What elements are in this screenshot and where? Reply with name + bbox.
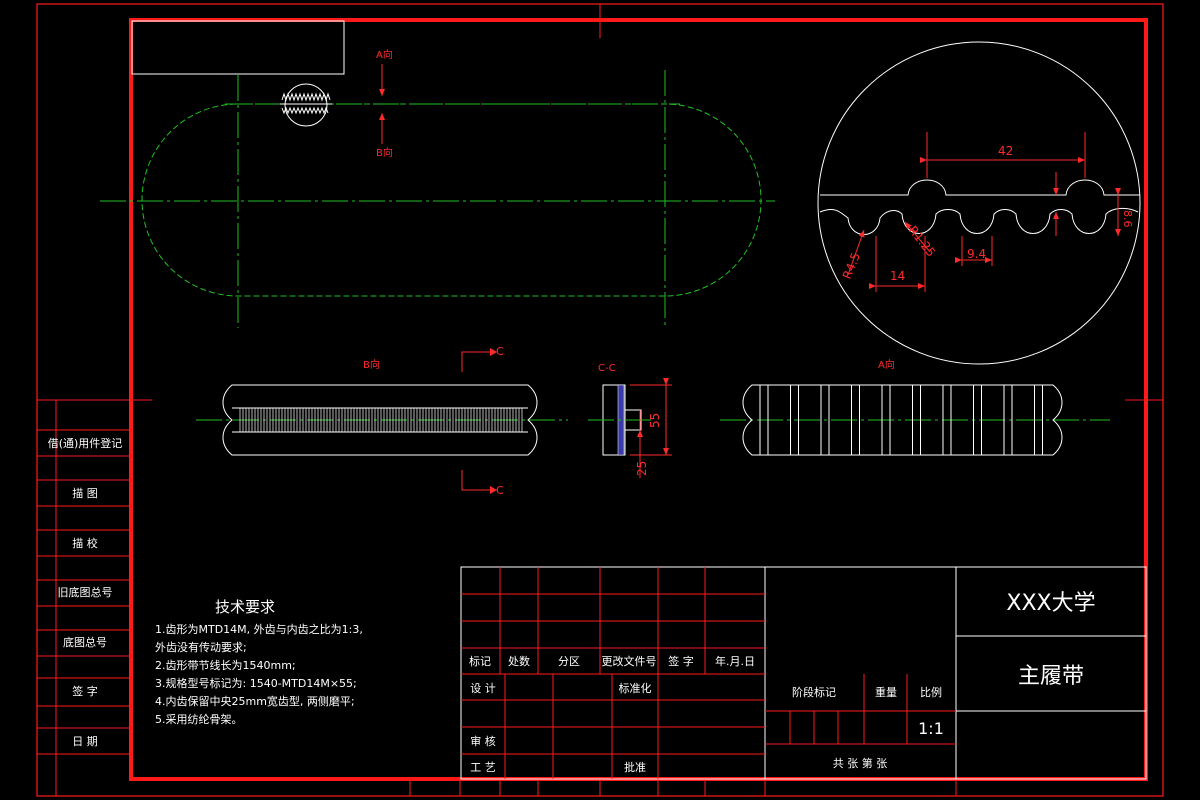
cut-label-bottom: C <box>496 484 504 497</box>
tooth-detail-view: 42 14 9.4 R4.5 R1.25 8.6 <box>817 41 1141 365</box>
dim-tooth-radius: R4.5 <box>840 250 863 281</box>
part-name: 主履带 <box>1018 664 1084 689</box>
side-item-0: 借(通)用件登记 <box>48 436 123 450</box>
side-item-5: 签 字 <box>72 684 98 698</box>
design-label: 设 计 <box>470 682 496 695</box>
side-item-2: 描 校 <box>72 536 98 550</box>
review-label: 审 核 <box>470 734 496 748</box>
tech-line-3: 3.规格型号标记为: 1540-MTD14M×55; <box>155 676 357 690</box>
tech-title: 技术要求 <box>215 598 275 616</box>
view-label-a-arrow: A向 <box>376 48 393 61</box>
dim-tooth-height: 8.6 <box>1121 210 1134 228</box>
scale-value: 1:1 <box>918 719 944 738</box>
header-date: 年.月.日 <box>715 654 755 668</box>
view-label-b-arrow: B向 <box>376 146 393 159</box>
title-block: XXX大学 主履带 标记 处数 分区 更改文件号 签 字 年.月.日 设 计 标… <box>460 566 1147 780</box>
tech-line-4: 4.内齿保留中央25mm宽齿型, 两侧磨平; <box>155 694 355 708</box>
header-sign: 签 字 <box>668 654 694 668</box>
cut-label-top: C <box>496 345 504 358</box>
header-count: 处数 <box>508 655 530 668</box>
tech-line-5: 5.采用纺纶骨架。 <box>155 712 243 726</box>
belt-main-view: A向 B向 <box>100 48 775 328</box>
stage-mark-label: 阶段标记 <box>792 685 836 699</box>
side-table: 借(通)用件登记 描 图 描 校 旧底图总号 底图总号 签 字 日 期 <box>37 399 131 796</box>
b-direction-view: B向 <box>196 358 568 456</box>
view-label-b: B向 <box>363 358 380 371</box>
header-change-doc: 更改文件号 <box>602 654 657 668</box>
side-item-6: 日 期 <box>72 735 98 748</box>
tech-line-1: 外齿没有传动要求; <box>155 640 247 654</box>
standardization-label: 标准化 <box>619 681 652 695</box>
side-item-4: 底图总号 <box>63 635 107 649</box>
a-view-teeth <box>759 385 1043 455</box>
side-item-3: 旧底图总号 <box>58 585 113 599</box>
section-c-c: C-C 55 25 C C <box>461 345 672 497</box>
a-direction-view: A向 <box>720 358 1110 456</box>
approve-label: 批准 <box>624 760 646 774</box>
dim-width-center: 25 <box>635 461 649 476</box>
scale-label: 比例 <box>920 685 942 699</box>
header-zone: 分区 <box>558 655 580 668</box>
detail-circle <box>284 83 328 127</box>
dim-pitch-span: 42 <box>998 144 1013 158</box>
weight-label: 重量 <box>875 685 897 699</box>
tech-requirements: 技术要求 1.齿形为MTD14M, 外齿与内齿之比为1:3, 外齿没有传动要求;… <box>155 598 363 726</box>
process-label: 工 艺 <box>470 761 496 774</box>
header-mark: 标记 <box>469 654 491 668</box>
b-view-teeth <box>239 408 523 432</box>
school-name: XXX大学 <box>1006 591 1095 616</box>
sheets-label: 共 张 第 张 <box>833 756 888 770</box>
dim-tooth-gap: 9.4 <box>967 247 986 261</box>
side-item-1: 描 图 <box>72 486 98 500</box>
dim-tooth-width: 14 <box>890 269 905 283</box>
view-label-a: A向 <box>878 358 895 371</box>
view-label-section: C-C <box>598 363 616 374</box>
dim-root-radius: R1.25 <box>906 223 939 259</box>
tech-line-0: 1.齿形为MTD14M, 外齿与内齿之比为1:3, <box>155 622 363 636</box>
dim-width-total: 55 <box>648 413 662 428</box>
tech-line-2: 2.齿形带节线长为1540mm; <box>155 658 296 672</box>
